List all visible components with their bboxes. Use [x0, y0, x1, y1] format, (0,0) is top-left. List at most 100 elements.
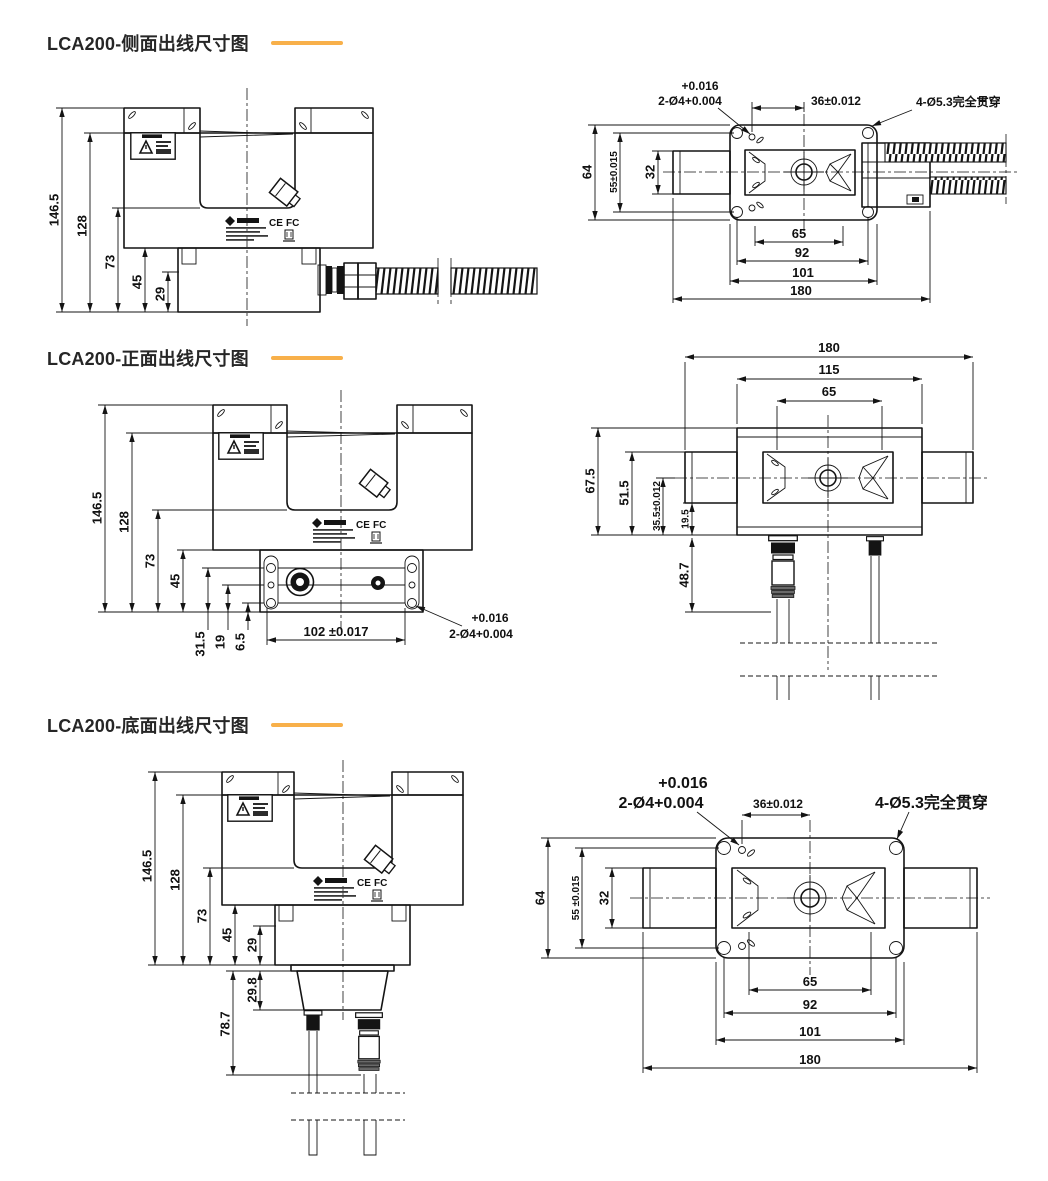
screw-slots: [217, 409, 468, 429]
screw-slots: [128, 111, 369, 130]
left-clamp: [748, 151, 766, 194]
cable-connector-big: [355, 1012, 383, 1072]
target-circle: [787, 875, 833, 921]
title-accent-line: [270, 41, 343, 45]
dim-label: 128: [168, 869, 183, 891]
dim-label: 29: [245, 938, 260, 952]
front-connector-small: [371, 576, 385, 590]
corrugated-cable: [375, 258, 538, 304]
dim-label: 101: [792, 265, 814, 280]
section-title-text: LCA200-侧面出线尺寸图: [47, 34, 249, 54]
dim-label: 180: [818, 340, 840, 355]
dim-label: 51.5: [617, 480, 632, 505]
cable-break: [740, 642, 940, 700]
dimension-lines: [56, 107, 200, 313]
front-connector-big: [285, 567, 315, 597]
right-clamp: [825, 153, 852, 192]
dim-label: 64: [580, 164, 595, 179]
dim-label: 31.5: [193, 631, 208, 656]
dimension-lines: [591, 354, 974, 613]
warning-label: [227, 794, 273, 822]
tolerance-upper: +0.016: [681, 79, 718, 93]
drawing-front-front-view: 146.5 128 73 45 31.5 19 6.5 102 ±0.017 +…: [90, 390, 513, 657]
cable-connector-big: [768, 535, 798, 599]
section-title-side: LCA200-侧面出线尺寸图: [47, 30, 343, 56]
dim-label: 65: [803, 974, 817, 989]
drawing-bottom-top-view: +0.016 2-Ø4+0.004 36±0.012 4-Ø5.3完全贯穿 64…: [533, 775, 990, 1073]
section-title-text: LCA200-正面出线尺寸图: [47, 349, 249, 369]
thru-hole-callout: 4-Ø5.3完全贯穿: [916, 94, 1001, 109]
tolerance-upper: +0.016: [658, 775, 707, 792]
dim-label: 29.8: [245, 977, 260, 1002]
cable-connector-small: [865, 536, 885, 556]
dim-label: 146.5: [140, 850, 155, 883]
tolerance-upper: +0.016: [471, 611, 508, 625]
dim-label: 32: [643, 165, 658, 179]
left-clamp: [766, 453, 786, 502]
dim-label: 48.7: [677, 562, 692, 587]
section-title-bottom: LCA200-底面出线尺寸图: [47, 712, 343, 738]
section-title-front: LCA200-正面出线尺寸图: [47, 345, 343, 371]
right-clamp: [841, 871, 876, 925]
dimension-lines: [148, 771, 361, 1076]
dim-label: 73: [143, 554, 158, 568]
drawing-side-front-view: 146.5 128 73 45 29: [47, 88, 538, 326]
dim-label: 128: [117, 511, 132, 533]
dim-label: 55±0.015: [609, 151, 620, 193]
dim-label: 65: [792, 226, 806, 241]
dim-label: 92: [795, 245, 809, 260]
dim-label: 6.5: [233, 633, 248, 651]
warning-label: [218, 432, 264, 460]
dim-label: 92: [803, 997, 817, 1012]
section-title-text: LCA200-底面出线尺寸图: [47, 716, 249, 736]
tilted-connector: [268, 177, 304, 211]
corrugated-cables-top: [884, 134, 1007, 205]
target-circle: [784, 152, 824, 192]
cable-connector-small: [303, 1010, 323, 1031]
pin-holes: [738, 846, 756, 950]
dimension-lines: [98, 404, 463, 645]
dim-label: 45: [168, 574, 183, 588]
right-clamp: [858, 455, 889, 500]
pin-hole-callout: 2-Ø4+0.004: [658, 94, 722, 108]
dim-label: 45: [130, 275, 145, 289]
left-clamp: [736, 869, 759, 927]
pin-hole-callout: 2-Ø4+0.004: [619, 795, 704, 812]
title-accent-line: [270, 723, 343, 727]
dim-label: 65: [822, 384, 836, 399]
dim-label: 67.5: [583, 468, 598, 493]
warning-label: [130, 132, 176, 160]
dim-label: 102 ±0.017: [304, 624, 369, 639]
target-circle: [808, 458, 848, 498]
brand-label: [312, 517, 387, 544]
thru-holes: [731, 127, 874, 218]
drawing-front-top-view: 180 115 65 67.5 51.5 35.5±0.012 19.5 48.…: [583, 340, 987, 700]
dim-label: 78.7: [218, 1011, 233, 1036]
thru-holes: [717, 841, 903, 955]
dim-label: 32: [597, 891, 612, 905]
dim-label: 73: [103, 255, 118, 269]
pin-holes: [748, 133, 764, 212]
title-accent-line: [270, 356, 343, 360]
dim-label: 180: [790, 283, 812, 298]
dim-label: 115: [819, 362, 840, 377]
dim-label: 45: [220, 928, 235, 942]
dimension-lines: [588, 102, 931, 303]
drawing-side-top-view: +0.016 2-Ø4+0.004 36±0.012 4-Ø5.3完全贯穿 64…: [580, 79, 1018, 303]
brand-label: [225, 215, 300, 242]
screw-slots: [226, 775, 459, 793]
dim-label: 180: [799, 1052, 821, 1067]
dim-label: 19.5: [681, 509, 692, 529]
cable-break: [291, 1092, 405, 1156]
dim-label: 19: [213, 635, 228, 649]
dim-label: 128: [75, 215, 90, 237]
dim-label: 101: [799, 1024, 821, 1039]
pitch-dim: 36±0.012: [811, 94, 861, 108]
pin-hole-callout: 2-Ø4+0.004: [449, 627, 513, 641]
cable-gland: [317, 262, 377, 300]
dim-label: 73: [195, 909, 210, 923]
dim-label: 64: [533, 890, 548, 905]
dim-label: 35.5±0.012: [652, 481, 663, 531]
drawing-bottom-front-view: 146.5 128 73 45 29 29.8 78.7: [140, 760, 464, 1156]
